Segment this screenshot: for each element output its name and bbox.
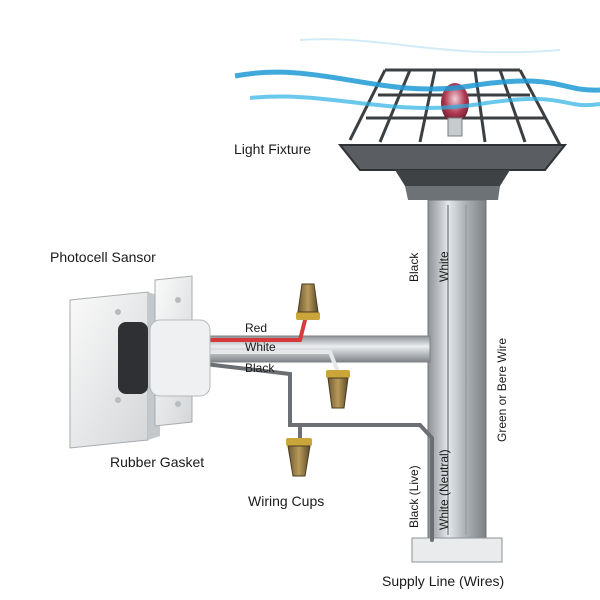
label-white-neutral: White (Neutral) [437,449,451,530]
fixture-collar [405,186,500,200]
label-black-wire: Black [245,361,275,375]
wire-connector [296,283,320,320]
label-photocell-sensor: Photocell Sansor [50,249,156,265]
bulb-socket [447,117,463,137]
label-pole-white: White [437,251,451,282]
pole [427,199,487,541]
light-streak [249,94,600,110]
screw-icon [115,309,121,315]
fixture-collar [395,170,510,186]
wire-connector [326,370,350,409]
photocell-sensor [69,275,211,449]
label-red-wire: Red [245,321,267,335]
label-supply-line: Supply Line (Wires) [382,573,504,589]
light-streak [299,38,561,54]
pole-base [411,537,503,563]
label-wiring-cups: Wiring Cups [248,493,324,509]
red-wire [203,318,307,342]
bulb [441,83,469,123]
light-streak [234,69,600,93]
wires [203,318,434,542]
screw-icon [175,297,181,303]
fixture-base [337,144,568,171]
light-fixture [234,38,600,200]
label-pole-black: Black [407,252,421,282]
label-green-bare: Green or Bere Wire [495,338,509,442]
label-rubber-gasket: Rubber Gasket [110,454,204,470]
label-light-fixture: Light Fixture [234,141,311,157]
wire-connector [286,438,312,477]
black-wire [203,362,434,542]
rubber-gasket [118,322,148,394]
screw-icon [115,397,121,403]
white-wire [203,350,340,374]
label-white-wire: White [245,340,276,354]
sensor-collar [149,319,211,397]
label-black-live: Black (Live) [407,465,421,528]
screw-icon [175,401,181,407]
